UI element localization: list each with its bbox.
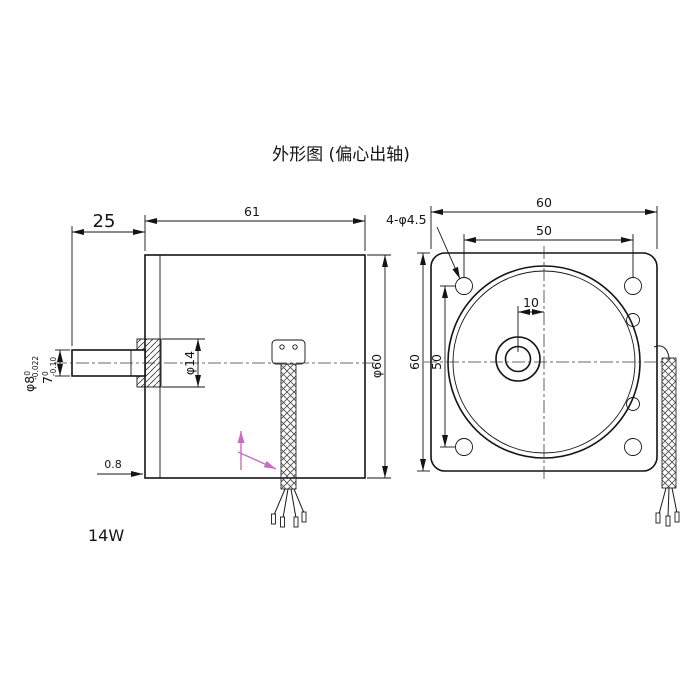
lead-wire: [671, 487, 678, 514]
dim-shaft-dia-label: φ80-0.022: [22, 356, 40, 392]
dim-height-label: 60: [407, 354, 422, 370]
braided-cable-right: [661, 357, 677, 489]
dim-hole-pitch-h-label: 50: [536, 223, 552, 238]
gland-screw-right: [292, 344, 298, 350]
gland-screw-left: [279, 344, 285, 350]
wire-terminal: [674, 511, 680, 523]
dim-body-length-label: 61: [244, 204, 260, 219]
wire-terminal: [271, 513, 276, 525]
lead-wire: [282, 488, 289, 519]
dim-body-dia-label: φ60: [369, 354, 384, 378]
front-view: 10 60 50 4-φ4.5 60 50: [386, 195, 680, 527]
mounting-hole-top-right: [624, 277, 642, 295]
wire-terminal: [665, 515, 671, 527]
motor-body-outline: [144, 254, 366, 479]
cable-assembly-front: [653, 345, 680, 527]
mounting-hole-bottom-left: [455, 438, 473, 456]
motor-body-side: [71, 254, 366, 479]
dim-width-label: 60: [536, 195, 552, 210]
lead-wire: [293, 488, 305, 514]
dim-step-label: 0.8: [104, 458, 122, 471]
lead-wire: [273, 488, 286, 516]
mounting-hole-top-left: [455, 277, 473, 295]
cable-assembly-side: [271, 339, 307, 528]
dim-offset-label: 10: [523, 295, 539, 310]
wire-terminal: [655, 512, 661, 524]
side-view-dimensions: 25 61 φ60 φ14 φ80-0.022 70-0.10 0.8: [22, 204, 391, 479]
dim-shaft-length-label: 25: [93, 211, 116, 232]
wire-terminal: [280, 516, 285, 528]
wire-terminal: [293, 516, 299, 528]
assembly-screw-hole-upper: [626, 313, 640, 327]
braided-cable: [280, 363, 297, 490]
dim-boss-dia-label: φ14: [182, 351, 197, 375]
wire-terminal: [301, 511, 307, 523]
mounting-hole-bottom-right: [624, 438, 642, 456]
cursor-arrow-diagonal-icon: [237, 451, 277, 470]
dim-hole-pitch-v-label: 50: [429, 354, 444, 370]
dim-holes-label: 4-φ4.5: [386, 212, 427, 227]
drawing-title: 外形图 (偏心出轴): [272, 145, 410, 165]
holes-leader-line: [436, 226, 461, 280]
lead-wire: [658, 487, 667, 515]
lead-wire: [667, 487, 670, 518]
dim-flat-label: 70-0.10: [40, 357, 58, 384]
lead-wire: [290, 488, 297, 519]
cable-gland: [271, 339, 306, 365]
side-view: 25 61 φ60 φ14 φ80-0.022 70-0.10 0.8: [22, 204, 391, 545]
power-rating-label: 14W: [88, 526, 124, 545]
front-view-dimensions: 10 60 50 4-φ4.5 60 50: [386, 195, 658, 472]
pointer-arrows: [237, 431, 277, 470]
assembly-screw-hole-lower: [626, 397, 640, 411]
